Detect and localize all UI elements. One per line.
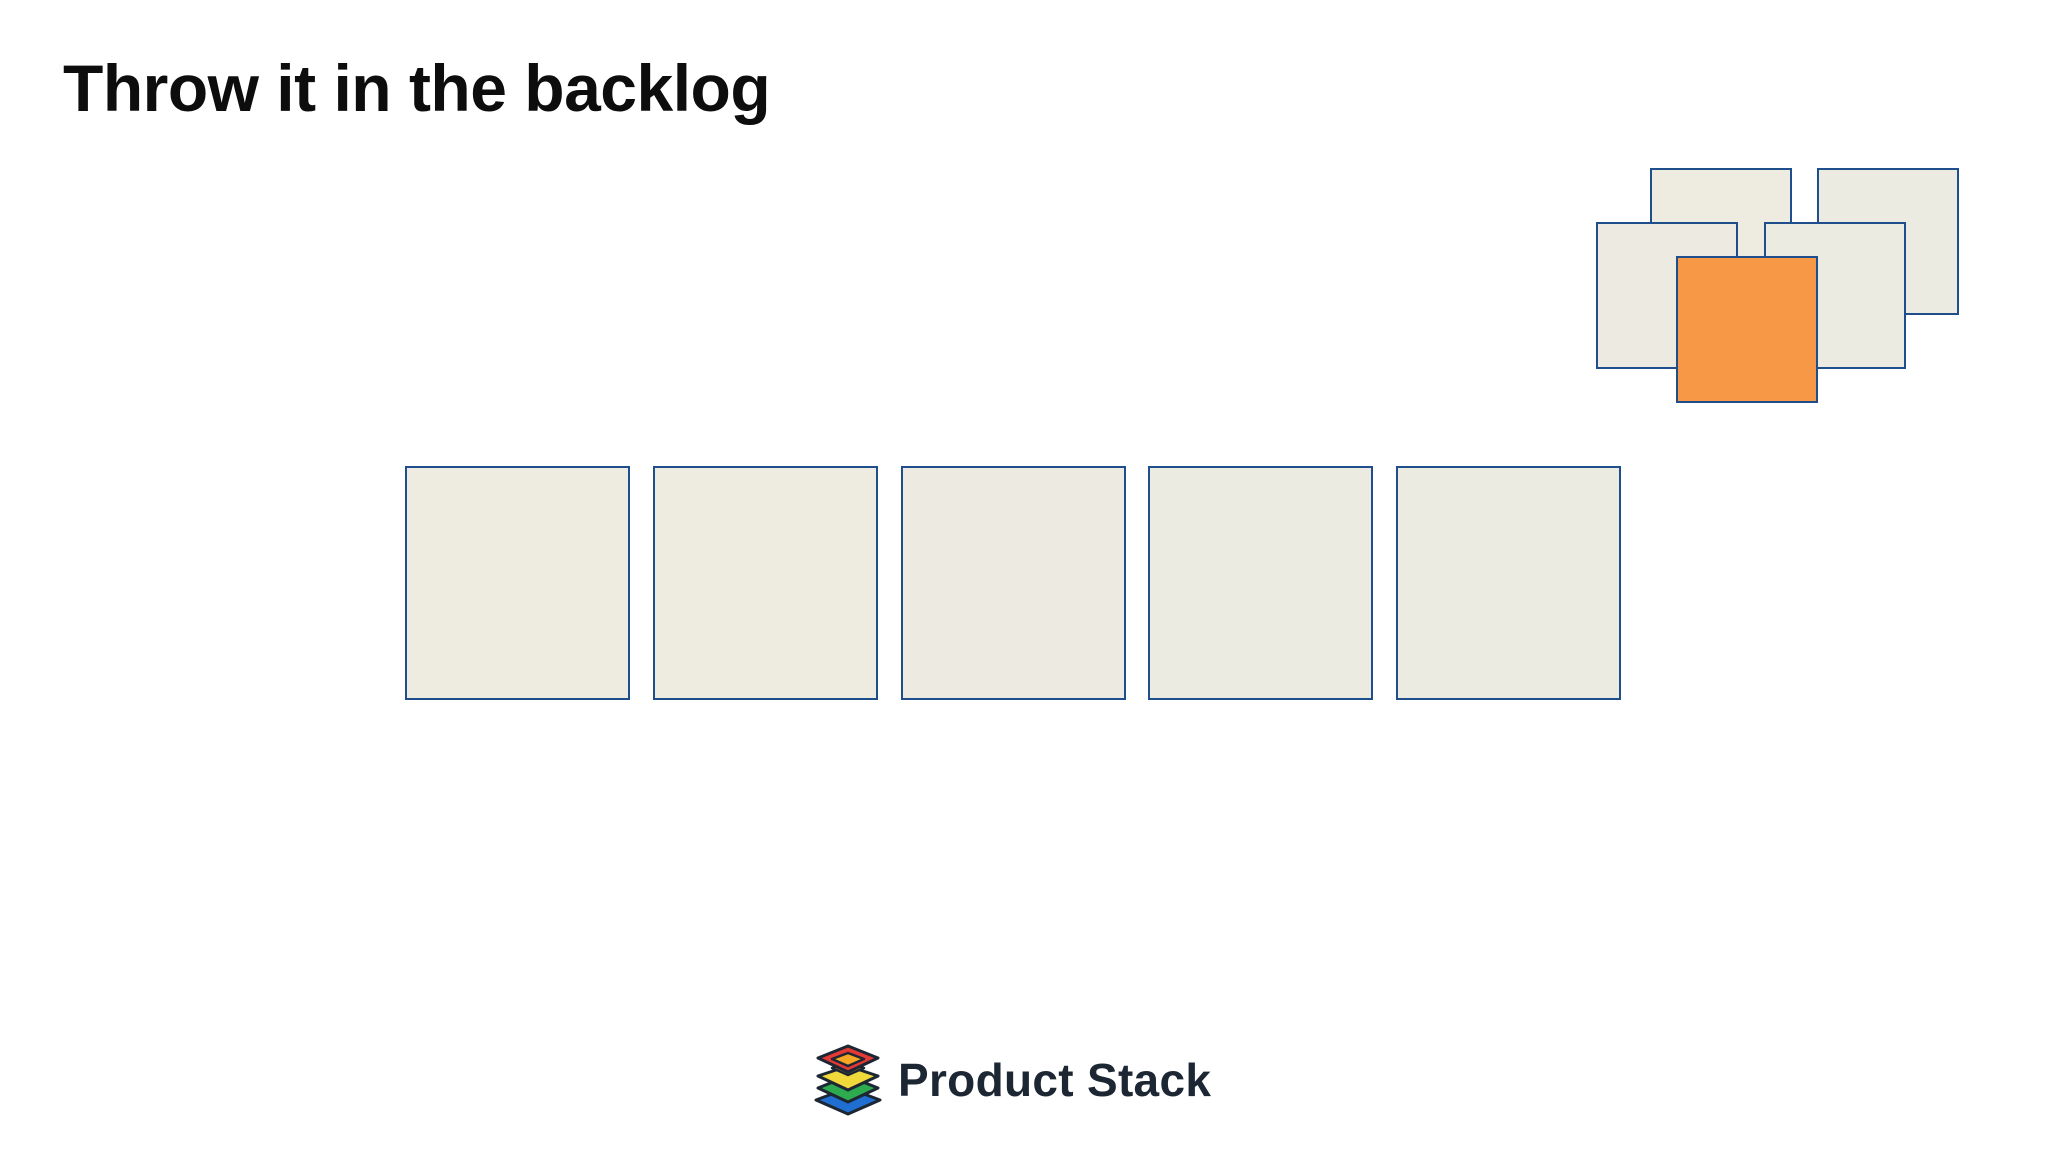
backlog-card-front (1676, 256, 1818, 403)
row-card-3 (901, 466, 1126, 700)
row-card-1 (405, 466, 630, 700)
layered-stack-icon (814, 1044, 882, 1116)
row-card-5 (1396, 466, 1621, 700)
brand-logo: Product Stack (812, 1044, 1211, 1116)
row-card-4 (1148, 466, 1373, 700)
brand-name: Product Stack (898, 1054, 1212, 1106)
row-card-2 (653, 466, 878, 700)
slide-title: Throw it in the backlog (63, 51, 771, 125)
